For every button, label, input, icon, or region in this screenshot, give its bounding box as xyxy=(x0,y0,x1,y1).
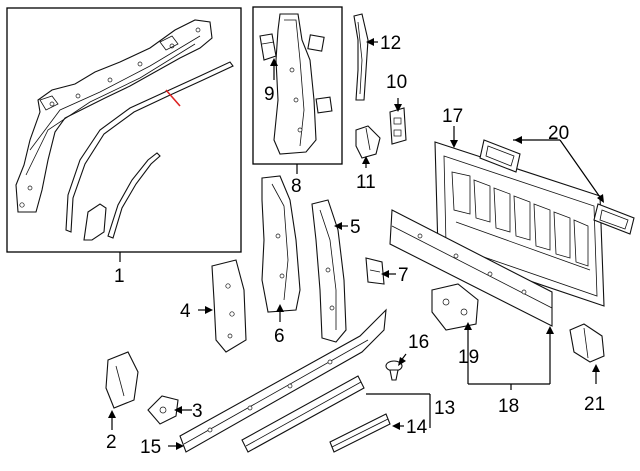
callout-16: 16 xyxy=(408,332,429,353)
part-17-back-panel xyxy=(434,141,605,307)
callout-18: 18 xyxy=(498,396,519,417)
callout-9: 9 xyxy=(264,84,275,105)
callout-11: 11 xyxy=(356,172,376,193)
part-10-bracket xyxy=(389,107,407,145)
part-14-strip xyxy=(329,413,391,453)
b-pillar-inner-part xyxy=(273,13,333,155)
part-7-bracket xyxy=(365,257,385,285)
part-20-plates xyxy=(479,139,635,235)
part-13-reinforcement xyxy=(241,375,365,453)
callout-14: 14 xyxy=(406,417,428,438)
callout-20: 20 xyxy=(548,123,569,144)
part-12-strip xyxy=(353,13,369,101)
part-15-rocker xyxy=(179,308,387,453)
callout-7: 7 xyxy=(398,265,409,286)
roof-rail-part xyxy=(15,19,213,213)
callout-12: 12 xyxy=(380,33,401,54)
callout-19: 19 xyxy=(458,347,479,368)
leader-lines xyxy=(108,38,604,450)
callout-15: 15 xyxy=(140,437,161,458)
callout-3: 3 xyxy=(192,401,203,422)
callout-13: 13 xyxy=(434,398,455,419)
part-2-bracket xyxy=(105,351,139,409)
callout-8: 8 xyxy=(291,176,302,197)
part-11-bracket xyxy=(355,125,381,159)
group-box-1 xyxy=(6,7,242,253)
part-16-bolt xyxy=(385,360,403,381)
part-19-bracket xyxy=(431,283,479,331)
part-6-pillar xyxy=(261,175,301,313)
callout-2: 2 xyxy=(106,432,117,453)
part-18-crossmember xyxy=(389,209,553,327)
part-5-pillar xyxy=(311,199,347,343)
part-21-bracket xyxy=(569,323,605,363)
callout-21: 21 xyxy=(584,394,605,415)
callout-1: 1 xyxy=(114,266,125,287)
callout-labels: 1 2 3 4 5 6 7 8 9 10 11 12 13 14 15 16 1… xyxy=(106,33,605,458)
roof-rail-seal xyxy=(65,61,234,233)
part-4-reinforcement xyxy=(211,259,247,353)
callout-10: 10 xyxy=(386,72,407,93)
bracket-9-part xyxy=(259,33,277,61)
part-3-bracket xyxy=(147,395,179,425)
callout-4: 4 xyxy=(180,301,191,322)
callout-5: 5 xyxy=(350,217,361,238)
callout-17: 17 xyxy=(442,106,463,127)
callout-6: 6 xyxy=(274,326,285,347)
inner-rail-strip xyxy=(83,152,161,241)
